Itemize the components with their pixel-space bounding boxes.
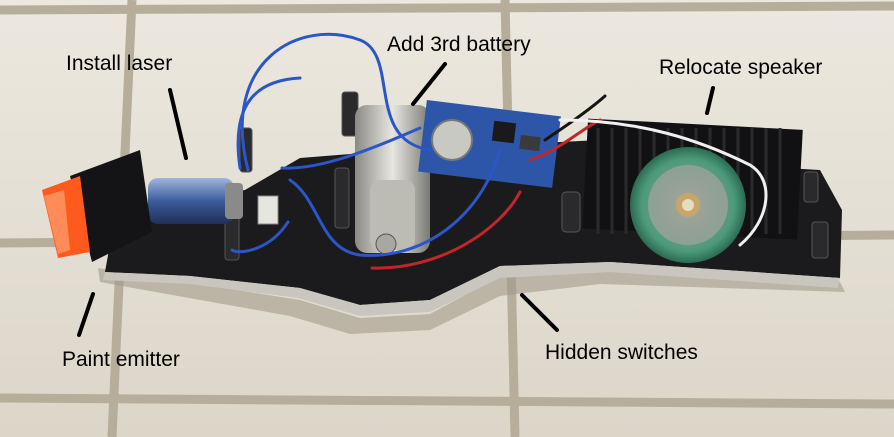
paint-emitter	[42, 150, 152, 262]
label-install-laser: Install laser	[66, 52, 173, 75]
switch	[257, 195, 279, 225]
housing-rim	[103, 262, 840, 316]
motor	[148, 178, 243, 224]
label-add-battery: Add 3rd battery	[387, 33, 531, 56]
label-paint-emitter: Paint emitter	[62, 348, 180, 371]
circuit-board	[418, 99, 561, 188]
callout-lines	[77, 62, 715, 337]
speaker	[630, 147, 746, 263]
wires	[230, 32, 768, 270]
label-hidden-switches: Hidden switches	[545, 341, 698, 364]
label-relocate-speaker: Relocate speaker	[659, 56, 823, 79]
housing-shadow	[98, 268, 845, 334]
mounting-posts	[224, 91, 829, 261]
